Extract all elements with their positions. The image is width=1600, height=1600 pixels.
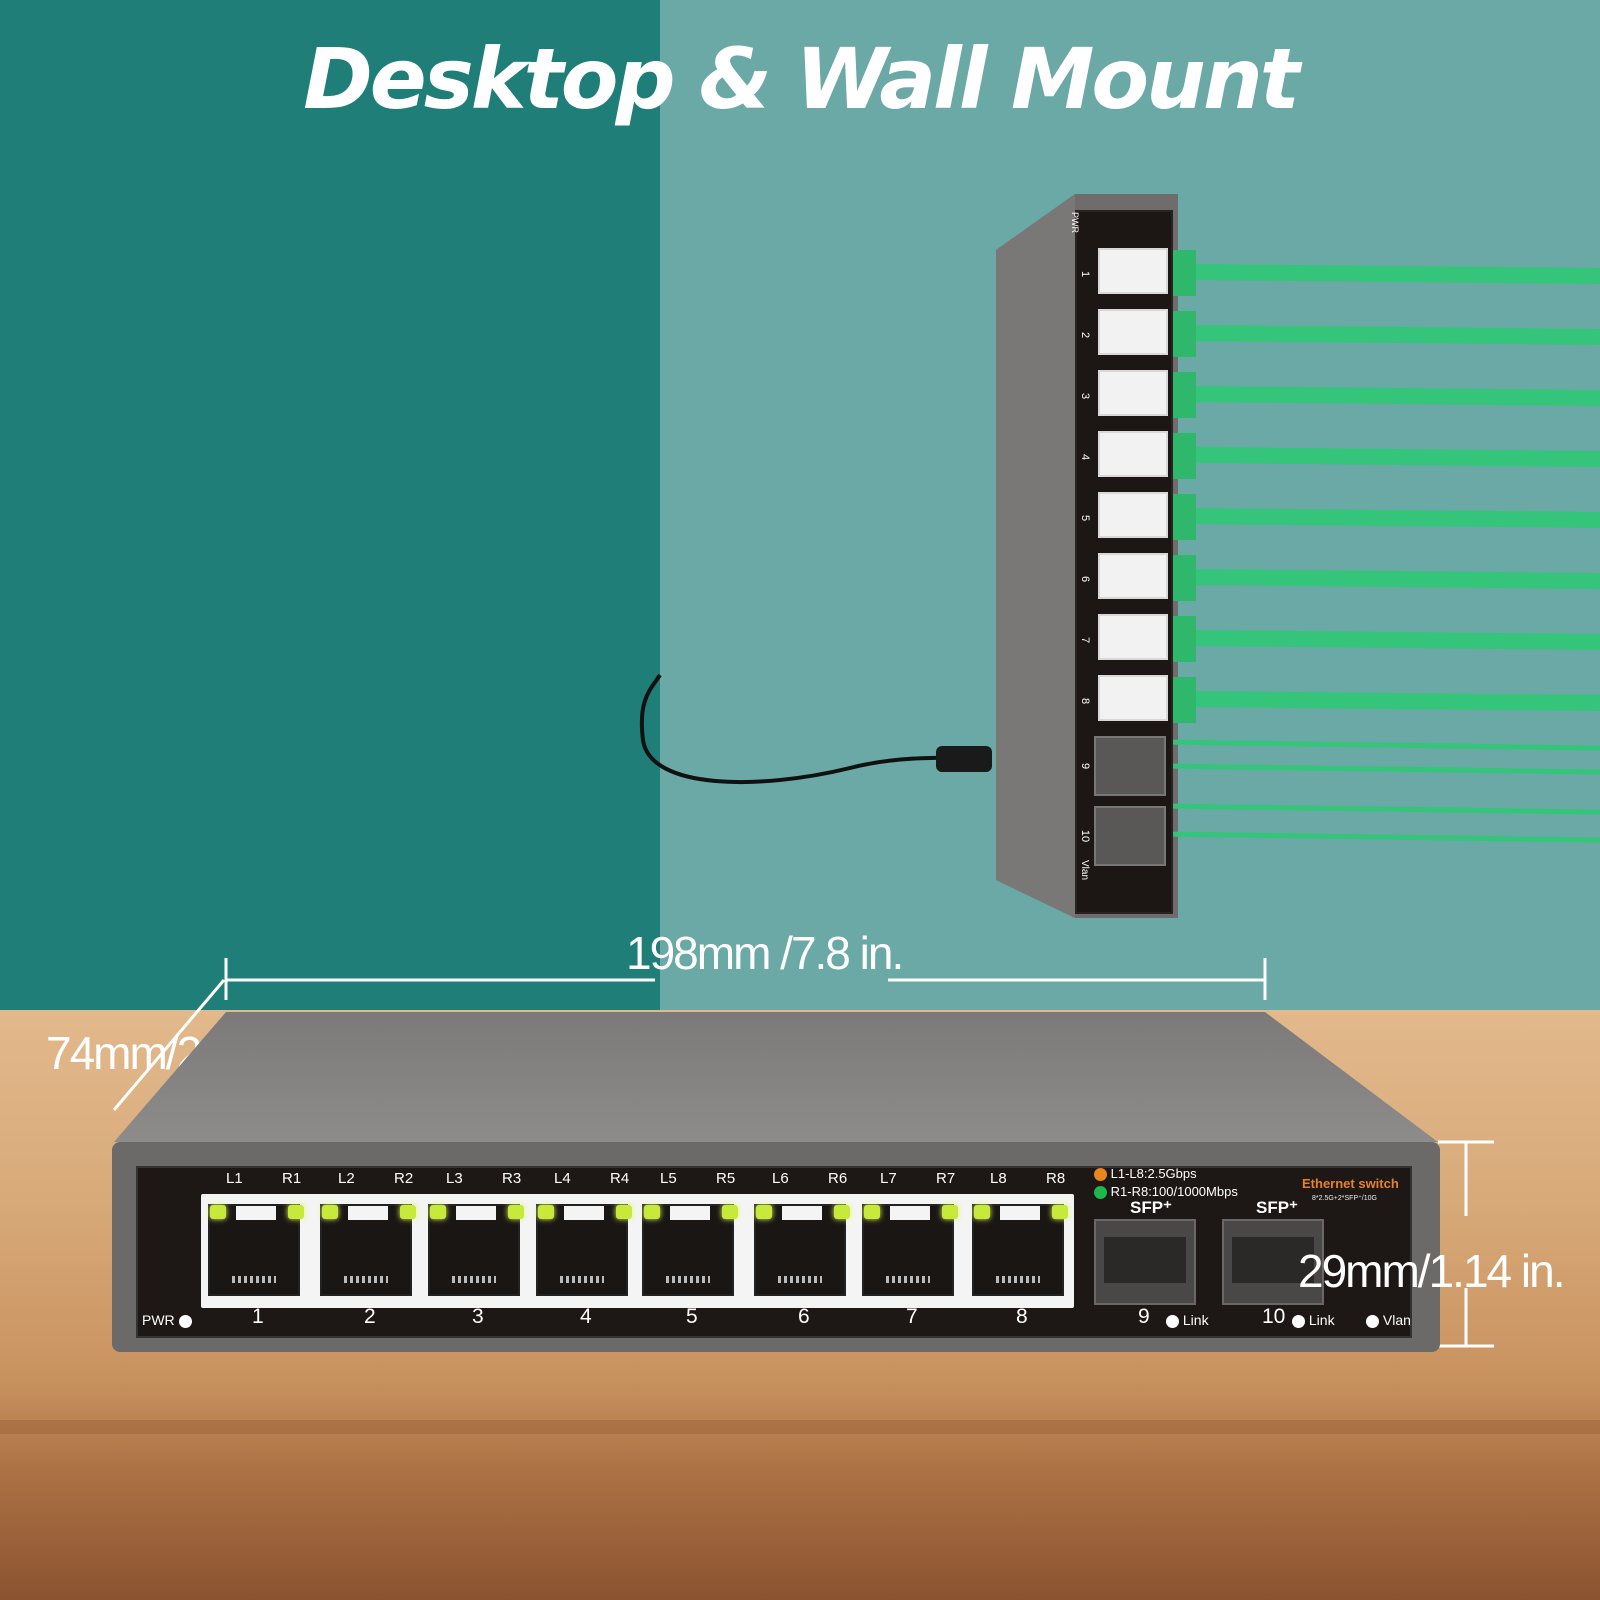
wall-rj45-port-5[interactable]: [1098, 492, 1168, 538]
sfp-port-9[interactable]: [1094, 1219, 1196, 1305]
rj45-port-4[interactable]: [536, 1204, 628, 1296]
wall-rj45-port-2[interactable]: [1098, 309, 1168, 355]
link-led-right-icon: [834, 1205, 850, 1219]
port-label-r4: R4: [610, 1170, 630, 1187]
port-number-2: 2: [364, 1305, 376, 1328]
port-label-r2: R2: [394, 1170, 414, 1187]
fiber-cable-2: [1159, 763, 1600, 775]
port-number-8: 8: [1016, 1305, 1028, 1328]
wall-rj45-port-8[interactable]: [1098, 675, 1168, 721]
port-label-r8: R8: [1046, 1170, 1066, 1187]
link-led-left-icon: [864, 1205, 880, 1219]
link-led-left-icon: [974, 1205, 990, 1219]
port-number-4: 4: [580, 1305, 592, 1328]
pwr-indicator: PWR: [142, 1312, 192, 1328]
wall-rj45-port-6[interactable]: [1098, 553, 1168, 599]
link-led-right-icon: [508, 1205, 524, 1219]
wall-rj45-port-7[interactable]: [1098, 614, 1168, 660]
port-label-r6: R6: [828, 1170, 848, 1187]
orange-led-icon: [1094, 1168, 1107, 1182]
rj45-port-7[interactable]: [862, 1204, 954, 1296]
link-led-right-icon: [288, 1205, 304, 1219]
sfp-link-9: Link: [1166, 1312, 1209, 1328]
port-number-1: 1: [252, 1305, 264, 1328]
wall-rj45-port-3[interactable]: [1098, 370, 1168, 416]
rj45-port-1[interactable]: [208, 1204, 300, 1296]
rj45-port-5[interactable]: [642, 1204, 734, 1296]
fiber-cable-3: [1159, 803, 1600, 815]
rj45-port-3[interactable]: [428, 1204, 520, 1296]
brand-sub-label: 8*2.5G+2*SFP⁺/10G: [1312, 1195, 1377, 1202]
port-number-7: 7: [906, 1305, 918, 1328]
link-led-left-icon: [430, 1205, 446, 1219]
port-label-r3: R3: [502, 1170, 522, 1187]
link-led-left-icon: [210, 1205, 226, 1219]
brand-label: Ethernet switch: [1302, 1176, 1399, 1191]
link-led-right-icon: [942, 1205, 958, 1219]
rj45-port-6[interactable]: [754, 1204, 846, 1296]
port-label-r7: R7: [936, 1170, 956, 1187]
legend-r: R1-R8:100/1000Mbps: [1094, 1184, 1238, 1200]
port-label-l5: L5: [660, 1170, 677, 1187]
port-number-6: 6: [798, 1305, 810, 1328]
green-led-icon: [1094, 1186, 1107, 1200]
fiber-cable-1: [1159, 739, 1600, 751]
port-label-r1: R1: [282, 1170, 302, 1187]
port-number-3: 3: [472, 1305, 484, 1328]
wall-rj45-port-4[interactable]: [1098, 431, 1168, 477]
sfp-number-10: 10: [1262, 1305, 1286, 1328]
vlan-indicator: Vlan: [1366, 1312, 1411, 1328]
link-led-left-icon: [538, 1205, 554, 1219]
port-label-l3: L3: [446, 1170, 463, 1187]
link-led-icon: [1166, 1314, 1179, 1328]
height-dimension-label: 29mm/1.14 in.: [1298, 1245, 1565, 1297]
port-label-l7: L7: [880, 1170, 897, 1187]
headline: Desktop & Wall Mount: [303, 30, 1300, 128]
link-led-left-icon: [644, 1205, 660, 1219]
wall-sfp-port-10[interactable]: [1094, 806, 1166, 866]
link-led-right-icon: [1052, 1205, 1068, 1219]
port-label-l4: L4: [554, 1170, 571, 1187]
sfp-number-9: 9: [1138, 1305, 1150, 1328]
vlan-led-icon: [1366, 1314, 1379, 1328]
link-led-left-icon: [322, 1205, 338, 1219]
sfp-port-10[interactable]: [1222, 1219, 1324, 1305]
sfp-label-9: SFP⁺: [1130, 1198, 1173, 1217]
port-label-l1: L1: [226, 1170, 243, 1187]
link-led-left-icon: [756, 1205, 772, 1219]
link-led-right-icon: [400, 1205, 416, 1219]
port-label-l8: L8: [990, 1170, 1007, 1187]
link-led-icon: [1292, 1314, 1305, 1328]
sfp-link-10: Link: [1292, 1312, 1335, 1328]
port-number-5: 5: [686, 1305, 698, 1328]
power-led-icon: [178, 1314, 192, 1328]
fiber-cable-4: [1159, 831, 1600, 843]
rj45-port-2[interactable]: [320, 1204, 412, 1296]
wall-left: [0, 0, 660, 1030]
port-label-l2: L2: [338, 1170, 355, 1187]
sfp-label-10: SFP⁺: [1256, 1198, 1299, 1217]
width-dimension-label: 198mm /7.8 in.: [626, 927, 904, 979]
port-label-l6: L6: [772, 1170, 789, 1187]
wall-rj45-port-1[interactable]: [1098, 248, 1168, 294]
rj45-port-8[interactable]: [972, 1204, 1064, 1296]
port-label-r5: R5: [716, 1170, 736, 1187]
desk-edge: [0, 1420, 1600, 1434]
wall-sfp-port-9[interactable]: [1094, 736, 1166, 796]
link-led-right-icon: [616, 1205, 632, 1219]
link-led-right-icon: [722, 1205, 738, 1219]
legend-l: L1-L8:2.5Gbps: [1094, 1166, 1197, 1182]
